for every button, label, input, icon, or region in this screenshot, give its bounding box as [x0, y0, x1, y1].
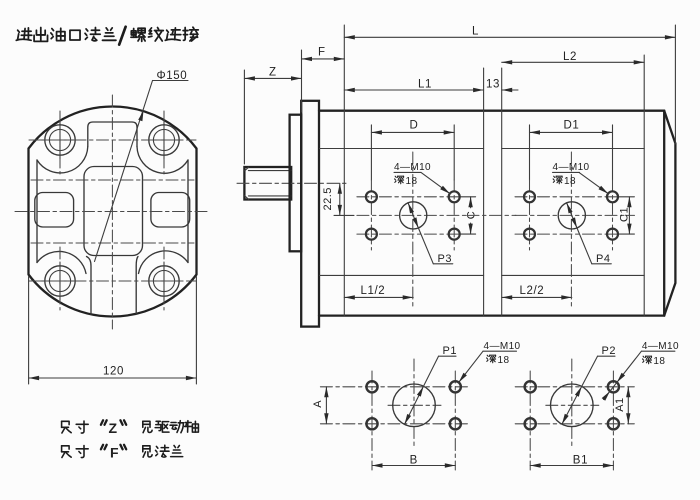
- svg-text:4—M10: 4—M10: [394, 162, 431, 173]
- svg-text:L1: L1: [418, 79, 432, 91]
- svg-text:4—M10: 4—M10: [484, 341, 521, 352]
- svg-text:B1: B1: [573, 455, 588, 467]
- svg-text:A: A: [312, 400, 324, 408]
- svg-text:P3: P3: [438, 253, 452, 265]
- svg-text:B: B: [410, 455, 418, 467]
- svg-text:Z: Z: [109, 420, 118, 436]
- svg-text:L1/2: L1/2: [361, 285, 386, 297]
- svg-text:L2: L2: [563, 51, 577, 63]
- svg-text:18: 18: [564, 176, 576, 187]
- svg-text:4—M10: 4—M10: [553, 162, 590, 173]
- svg-text:P1: P1: [443, 345, 457, 357]
- svg-text:F: F: [110, 445, 119, 461]
- svg-text:22.5: 22.5: [322, 187, 334, 210]
- svg-text:4—M10: 4—M10: [642, 341, 679, 352]
- svg-text:A1: A1: [614, 397, 626, 411]
- svg-text:D1: D1: [564, 120, 580, 132]
- svg-text:D: D: [410, 120, 419, 132]
- svg-text:P4: P4: [596, 253, 610, 265]
- svg-text:Z: Z: [269, 67, 277, 79]
- svg-text:P2: P2: [602, 345, 616, 357]
- svg-text:L2/2: L2/2: [520, 285, 545, 297]
- svg-text:L: L: [472, 26, 479, 38]
- svg-text:120: 120: [103, 366, 124, 378]
- svg-text:18: 18: [498, 355, 510, 366]
- svg-text:18: 18: [653, 356, 665, 367]
- svg-text:13: 13: [486, 79, 500, 91]
- svg-text:F: F: [318, 47, 326, 59]
- svg-text:Φ150: Φ150: [157, 70, 188, 82]
- svg-text:C1: C1: [619, 207, 631, 222]
- svg-text:18: 18: [406, 176, 418, 187]
